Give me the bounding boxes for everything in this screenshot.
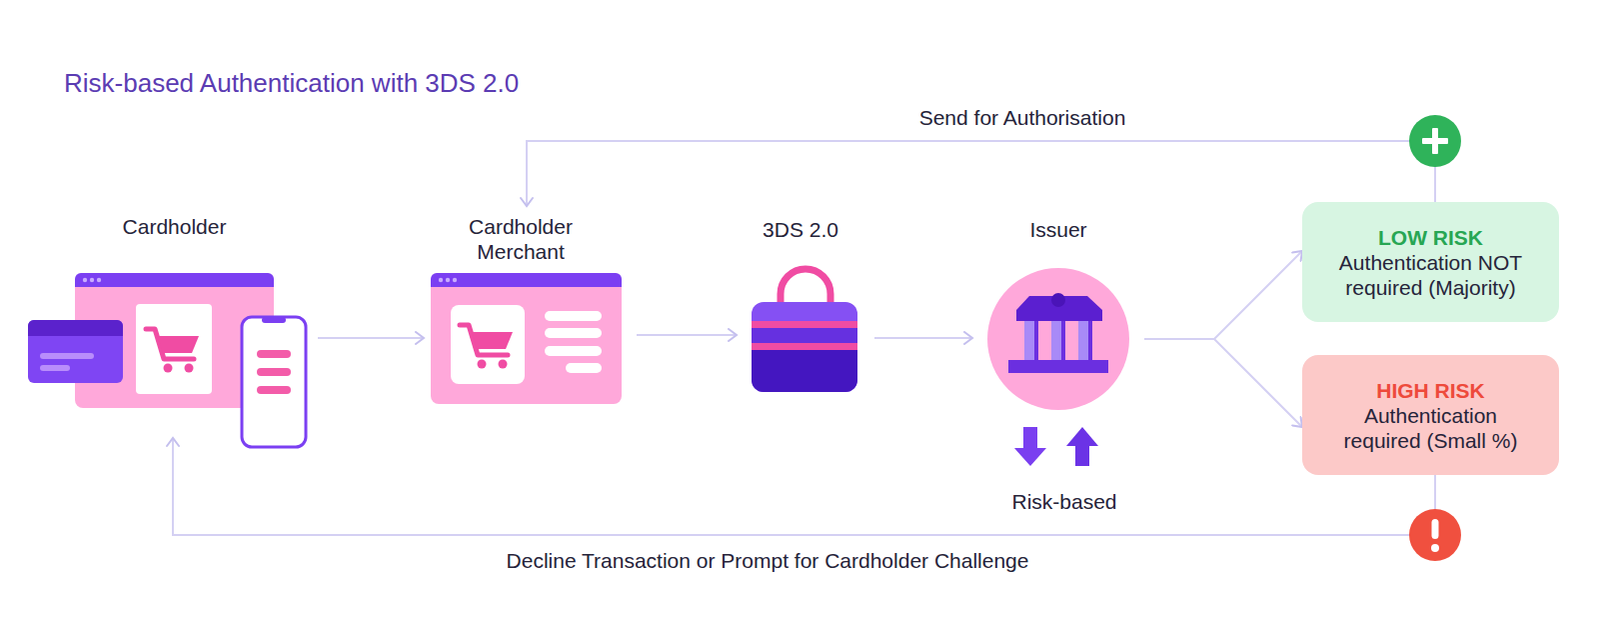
alert-icon (1409, 508, 1462, 561)
merchant-browser (438, 277, 443, 282)
low-risk-box: LOW RISKAuthentication NOT required (Maj… (1302, 201, 1560, 322)
padlock-icon (751, 301, 858, 392)
cart-icon (459, 324, 513, 369)
connector-label: Send for Authorisation (915, 104, 1131, 130)
flow-connector (874, 336, 973, 339)
mobile-phone (256, 349, 291, 358)
cart-icon (145, 328, 199, 373)
connector-label: Decline Transaction or Prompt for Cardho… (502, 547, 1034, 573)
merchant-node: Cardholder Merchant (423, 205, 637, 408)
cardholder-browser (135, 303, 212, 394)
node-heading: LOW RISK (1378, 224, 1484, 250)
merchant-browser (544, 327, 602, 338)
cardholder-browser (82, 277, 87, 282)
cardholder-browser (74, 279, 274, 287)
merchant-browser (445, 277, 450, 282)
flow-connector (526, 140, 1436, 206)
mobile-phone (261, 316, 286, 323)
approve-icon (1432, 127, 1439, 154)
flow-connector (172, 437, 1436, 535)
merchant-browser (430, 279, 622, 287)
padlock-icon (751, 349, 858, 370)
node-heading: HIGH RISK (1376, 377, 1486, 403)
alert-icon (1432, 518, 1440, 539)
flow-connector (1144, 338, 1303, 427)
cardholder-browser (96, 277, 101, 282)
bank-icon (987, 267, 1130, 410)
alert-icon (1409, 508, 1462, 561)
mobile-phone (241, 316, 306, 447)
padlock-icon (751, 342, 858, 350)
risk-arrows (1075, 444, 1090, 466)
node-body: Authentication NOT required (Majority) (1328, 249, 1534, 300)
padlock-icon (751, 320, 858, 328)
bank-icon (1034, 320, 1039, 360)
risk-arrows (1023, 426, 1038, 449)
cardholder-browser (74, 272, 274, 287)
bank-icon (1078, 320, 1093, 360)
merchant-browser (430, 272, 622, 287)
mobile-phone (241, 316, 306, 447)
node-heading: Issuer (1008, 216, 1109, 242)
bank-icon (1061, 320, 1066, 360)
credit-card (27, 319, 123, 383)
merchant-browser (430, 272, 622, 404)
mobile-phone (256, 385, 291, 394)
flow-connector (636, 333, 737, 336)
merchant-browser (450, 304, 525, 384)
issuer-node: Issuer (972, 209, 1145, 414)
node-heading: Cardholder (74, 213, 274, 239)
bank-icon (1051, 320, 1066, 360)
bank-icon (1051, 292, 1066, 307)
secure-node: 3DS 2.0 (736, 209, 875, 394)
mobile-phone (256, 367, 291, 376)
cardholder-browser (89, 277, 94, 282)
approve-icon (1409, 114, 1462, 167)
merchant-browser (565, 362, 602, 373)
credit-card (27, 327, 123, 336)
credit-card (27, 319, 123, 383)
padlock-icon (780, 268, 831, 304)
diagram-title: Risk-based Authentication with 3DS 2.0 (63, 67, 519, 98)
credit-card (39, 352, 94, 359)
bank-icon (987, 267, 1130, 410)
bank-icon (1008, 359, 1109, 373)
merchant-browser (452, 277, 457, 282)
bank-icon (1088, 320, 1093, 360)
caption-label: Risk-based (1007, 488, 1121, 514)
cardholder-node: Cardholder (27, 209, 318, 438)
padlock-icon (751, 324, 858, 350)
high-risk-box: HIGH RISKAuthentication required (Small … (1302, 354, 1560, 475)
node-body: Authentication required (Small %) (1328, 402, 1534, 453)
padlock-icon (751, 349, 858, 392)
padlock-icon (751, 268, 858, 392)
risk-arrows (1014, 426, 1099, 466)
credit-card (39, 364, 70, 371)
approve-icon (1409, 114, 1462, 167)
merchant-browser (544, 310, 602, 321)
risk-arrows (1014, 447, 1047, 466)
merchant-browser (430, 272, 622, 404)
alert-icon (1431, 543, 1440, 552)
node-heading: 3DS 2.0 (750, 216, 851, 242)
flow-connector (1144, 250, 1303, 339)
flow-connector (317, 336, 424, 339)
bank-icon (1024, 320, 1039, 360)
node-heading: Cardholder Merchant (440, 213, 601, 264)
merchant-browser (544, 345, 602, 356)
risk-arrows (1066, 426, 1099, 446)
